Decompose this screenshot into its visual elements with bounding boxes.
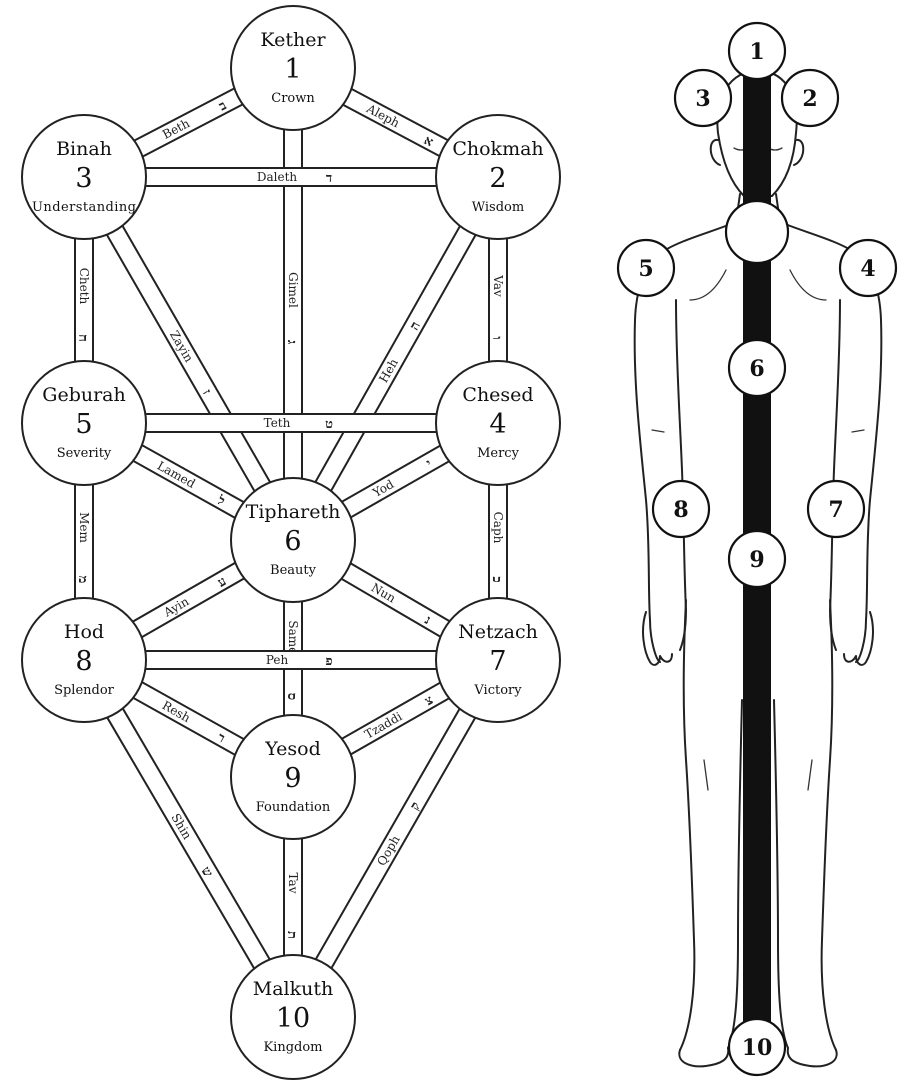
body-node-number: 5 bbox=[638, 256, 653, 282]
sephirah-meaning: Wisdom bbox=[472, 200, 524, 215]
path-name: Gimel bbox=[286, 272, 300, 308]
sephirah-name: Chesed bbox=[462, 384, 533, 406]
sephirah-name: Chokmah bbox=[452, 138, 543, 160]
sephirah-number: 6 bbox=[284, 526, 301, 557]
path-name: Caph bbox=[491, 512, 505, 544]
sephirah-name: Yesod bbox=[264, 738, 321, 760]
sephirah-meaning: Mercy bbox=[477, 446, 519, 461]
hebrew-letter: ד bbox=[326, 171, 332, 186]
path-name: Cheth bbox=[77, 268, 91, 305]
sephirah-chokmah: Chokmah 2Wisdom bbox=[436, 115, 560, 239]
hebrew-letter: ג bbox=[284, 340, 299, 344]
body-node-5: 5 bbox=[618, 240, 674, 296]
sephirah-number: 9 bbox=[284, 763, 301, 794]
sephirah-meaning: Victory bbox=[473, 683, 522, 698]
body-node-8: 8 bbox=[653, 481, 709, 537]
sephirah-meaning: Understanding bbox=[32, 200, 136, 215]
body-node-number: 3 bbox=[695, 86, 710, 112]
body-node-2: 2 bbox=[782, 70, 838, 126]
sephirah-meaning: Severity bbox=[57, 446, 112, 461]
hebrew-letter: פ bbox=[325, 654, 332, 669]
hebrew-letter: ו bbox=[489, 336, 504, 339]
body-node-throat bbox=[726, 201, 788, 263]
path-name: Teth bbox=[264, 416, 291, 430]
sephirah-name: Netzach bbox=[458, 621, 538, 643]
sephirah-meaning: Beauty bbox=[270, 563, 317, 578]
path-name: Mem bbox=[77, 512, 91, 543]
sephirah-name: Binah bbox=[56, 138, 112, 160]
path-name: Vav bbox=[491, 274, 505, 297]
body-node-number: 7 bbox=[828, 497, 843, 523]
body-node-number: 1 bbox=[749, 39, 764, 65]
body-node-number: 6 bbox=[749, 356, 764, 382]
sephirah-meaning: Splendor bbox=[54, 683, 115, 698]
sephirah-number: 2 bbox=[489, 163, 506, 194]
path-name: Tav bbox=[286, 872, 300, 893]
body-node-number: 9 bbox=[749, 547, 764, 573]
sephirah-number: 1 bbox=[284, 54, 301, 85]
sephirah-name: Geburah bbox=[42, 384, 125, 406]
path-name: Peh bbox=[266, 653, 289, 667]
sephirah-meaning: Kingdom bbox=[263, 1040, 322, 1055]
sephirah-number: 4 bbox=[489, 409, 506, 440]
body-node-10: 10 bbox=[729, 1019, 785, 1075]
sephirah-name: Hod bbox=[64, 621, 104, 643]
hebrew-letter: ס bbox=[284, 693, 299, 700]
sephirah-number: 7 bbox=[489, 646, 506, 677]
hebrew-letter: ח bbox=[75, 334, 90, 342]
body-node-number: 10 bbox=[742, 1035, 773, 1061]
body-node-9: 9 bbox=[729, 531, 785, 587]
path-name: Daleth bbox=[257, 170, 298, 184]
hebrew-letter: ת bbox=[284, 931, 299, 939]
hebrew-letter: ט bbox=[325, 417, 333, 432]
sephirah-number: 10 bbox=[276, 1003, 310, 1034]
sephirah-name: Tiphareth bbox=[246, 501, 341, 523]
body-node-4: 4 bbox=[840, 240, 896, 296]
path-gimel: Gimel ג bbox=[284, 68, 302, 540]
sephirah-number: 5 bbox=[75, 409, 92, 440]
sephirah-name: Malkuth bbox=[253, 978, 333, 1000]
hebrew-letter: כ bbox=[489, 576, 504, 582]
sephirah-meaning: Crown bbox=[271, 91, 315, 106]
body-node-7: 7 bbox=[808, 481, 864, 537]
body-node-number: 8 bbox=[673, 497, 688, 523]
sephirah-number: 3 bbox=[75, 163, 92, 194]
sephirah-meaning: Foundation bbox=[256, 800, 331, 815]
sephirah-number: 8 bbox=[75, 646, 92, 677]
hebrew-letter: מ bbox=[75, 576, 90, 584]
body-node-3: 3 bbox=[675, 70, 731, 126]
sephirah-hod: Hod 8Splendor bbox=[22, 598, 146, 722]
body-node-6: 6 bbox=[729, 340, 785, 396]
body-node-number: 2 bbox=[802, 86, 817, 112]
body-node-number: 4 bbox=[860, 256, 875, 282]
body-node-1: 1 bbox=[729, 23, 785, 79]
sephirah-name: Kether bbox=[260, 29, 326, 51]
body-figure: 1 2 3 4 5 6 7 8 9 10 bbox=[618, 23, 896, 1075]
